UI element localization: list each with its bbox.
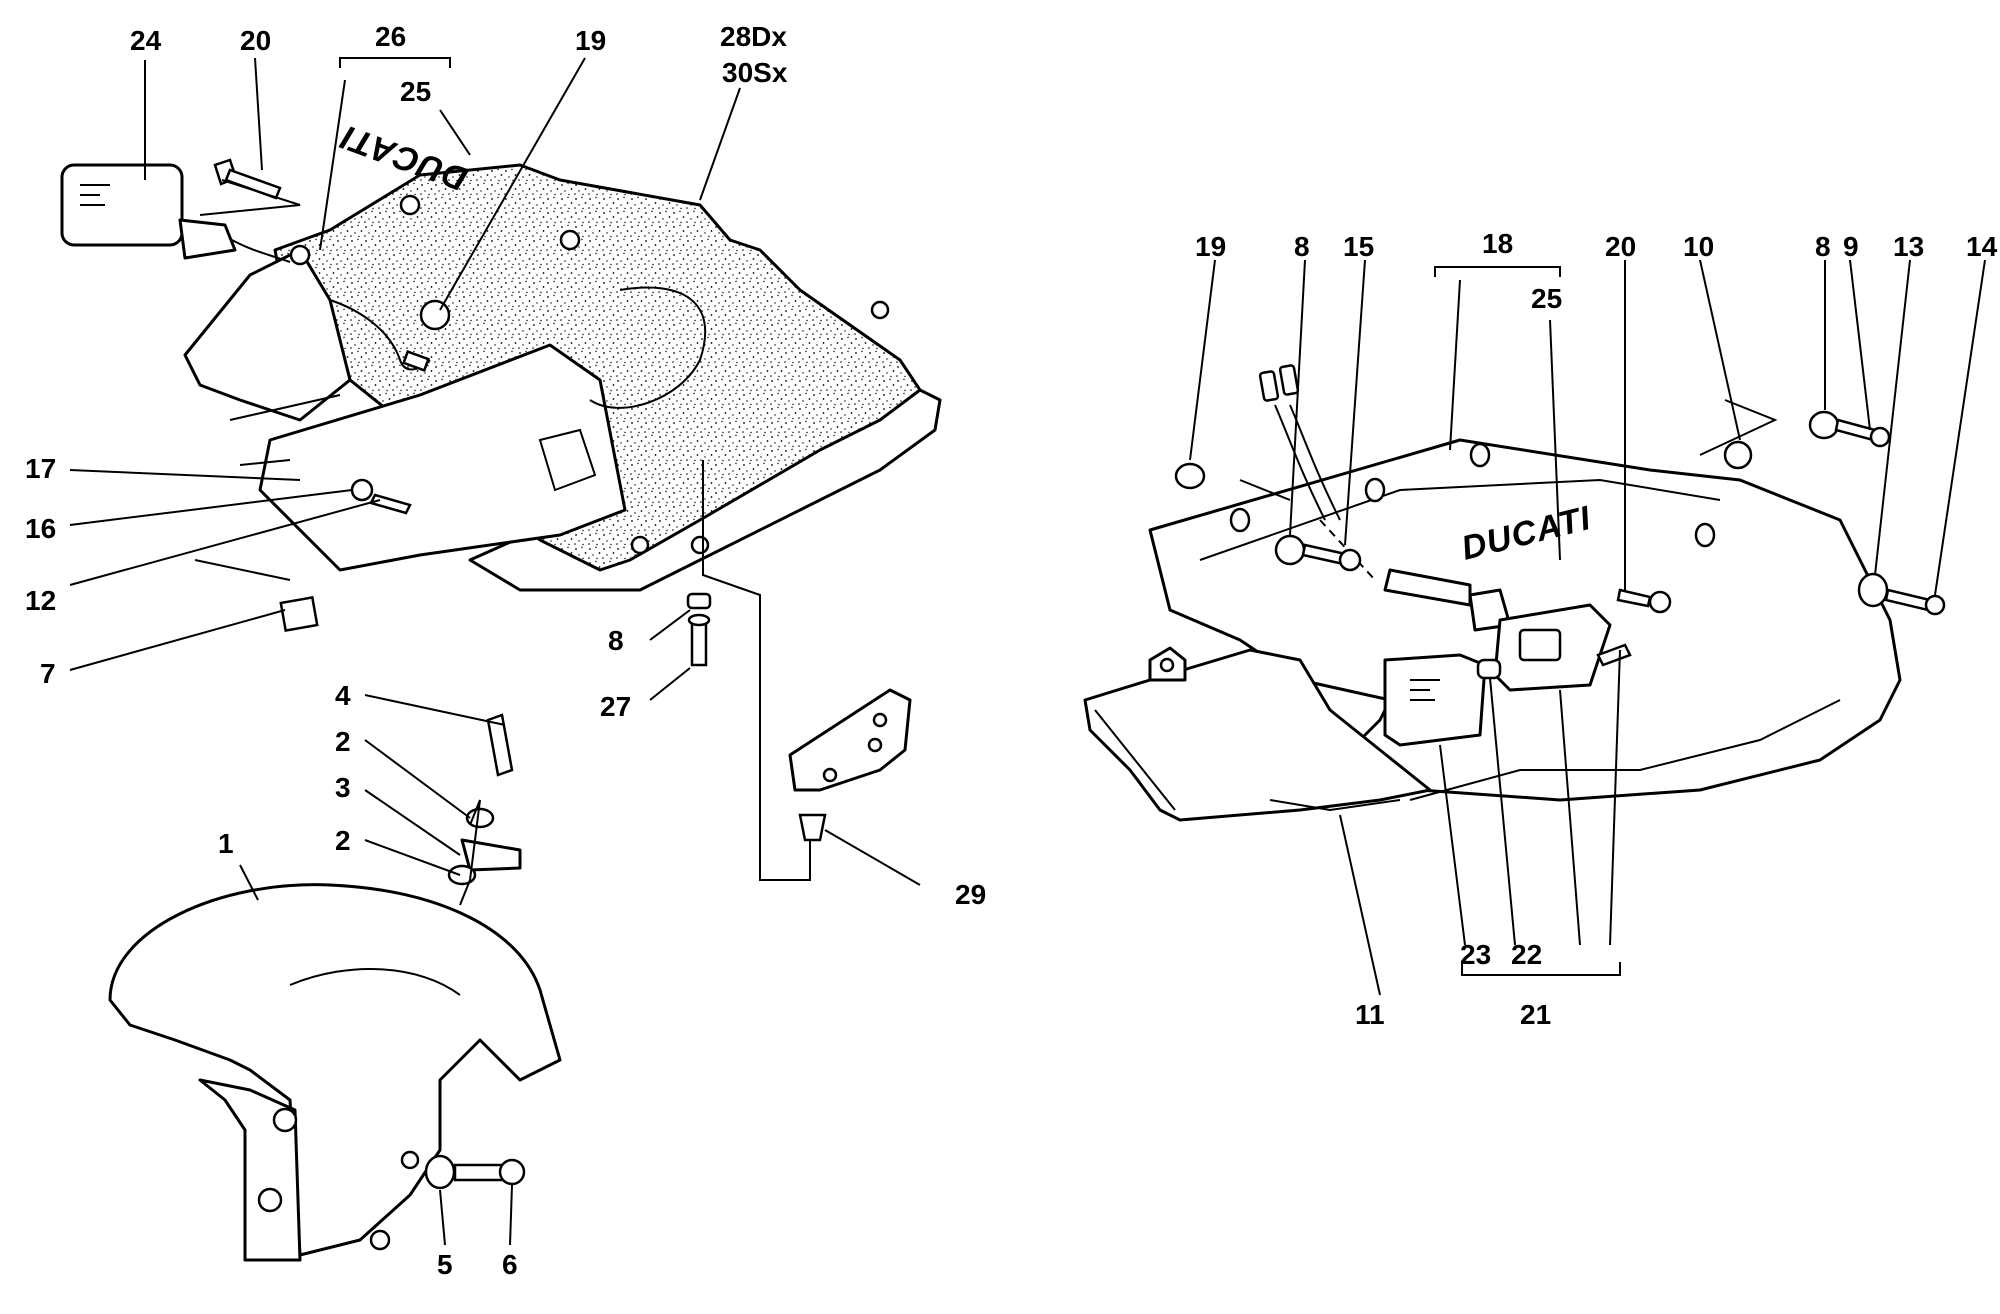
label-18: 18 <box>1482 228 1513 259</box>
label-15: 15 <box>1343 231 1374 262</box>
label-10: 10 <box>1683 231 1714 262</box>
right-callout-labels: 19 8 15 18 25 20 10 8 9 13 14 11 23 22 2… <box>1195 228 1998 1030</box>
turn-signal-part-24 <box>60 163 291 263</box>
label-25-left: 25 <box>400 76 431 107</box>
front-fender-part-1 <box>108 883 562 1257</box>
label-8-left: 8 <box>608 625 624 656</box>
label-29: 29 <box>955 879 986 910</box>
label-6: 6 <box>502 1249 518 1280</box>
left-tail-assembly: DUCATI <box>60 57 942 1262</box>
lower-panel-part-17 <box>258 343 627 572</box>
label-30sx: 30Sx <box>722 57 788 88</box>
label-16: 16 <box>25 513 56 544</box>
right-fender-assembly: DUCATI <box>1083 259 1986 996</box>
label-7: 7 <box>40 658 56 689</box>
label-17: 17 <box>25 453 56 484</box>
label-14: 14 <box>1966 231 1998 262</box>
label-5: 5 <box>437 1249 453 1280</box>
bolt-part-20-left <box>213 158 282 200</box>
label-9: 9 <box>1843 231 1859 262</box>
label-3: 3 <box>335 772 351 803</box>
label-2-lower: 2 <box>335 825 351 856</box>
left-callout-labels: 24 20 26 25 19 28Dx 30Sx 17 16 12 7 8 27… <box>25 21 986 1280</box>
label-11: 11 <box>1355 999 1385 1030</box>
label-1: 1 <box>218 828 234 859</box>
label-22: 22 <box>1511 939 1542 970</box>
bracket-part-29 <box>788 688 912 792</box>
bracket-21 <box>1461 962 1621 976</box>
label-19-right: 19 <box>1195 231 1226 262</box>
label-24: 24 <box>130 25 162 56</box>
label-28dx: 28Dx <box>720 21 787 52</box>
turn-signal-part-21 <box>1383 588 1612 747</box>
label-8-right-a: 8 <box>1294 231 1310 262</box>
label-27: 27 <box>600 691 631 722</box>
label-13: 13 <box>1893 231 1924 262</box>
label-4: 4 <box>335 680 351 711</box>
bracket-26 <box>339 57 451 68</box>
side-fairing-part-26 <box>183 248 352 422</box>
fender-extension-part-11 <box>1083 648 1432 822</box>
label-2-upper: 2 <box>335 726 351 757</box>
label-23: 23 <box>1460 939 1491 970</box>
label-12: 12 <box>25 585 56 616</box>
label-20-left: 20 <box>240 25 271 56</box>
label-19-left: 19 <box>575 25 606 56</box>
bracket-18 <box>1434 266 1561 277</box>
label-25-right: 25 <box>1531 283 1562 314</box>
label-8-right-b: 8 <box>1815 231 1831 262</box>
label-26: 26 <box>375 21 406 52</box>
label-20-right: 20 <box>1605 231 1636 262</box>
label-21: 21 <box>1520 999 1551 1030</box>
